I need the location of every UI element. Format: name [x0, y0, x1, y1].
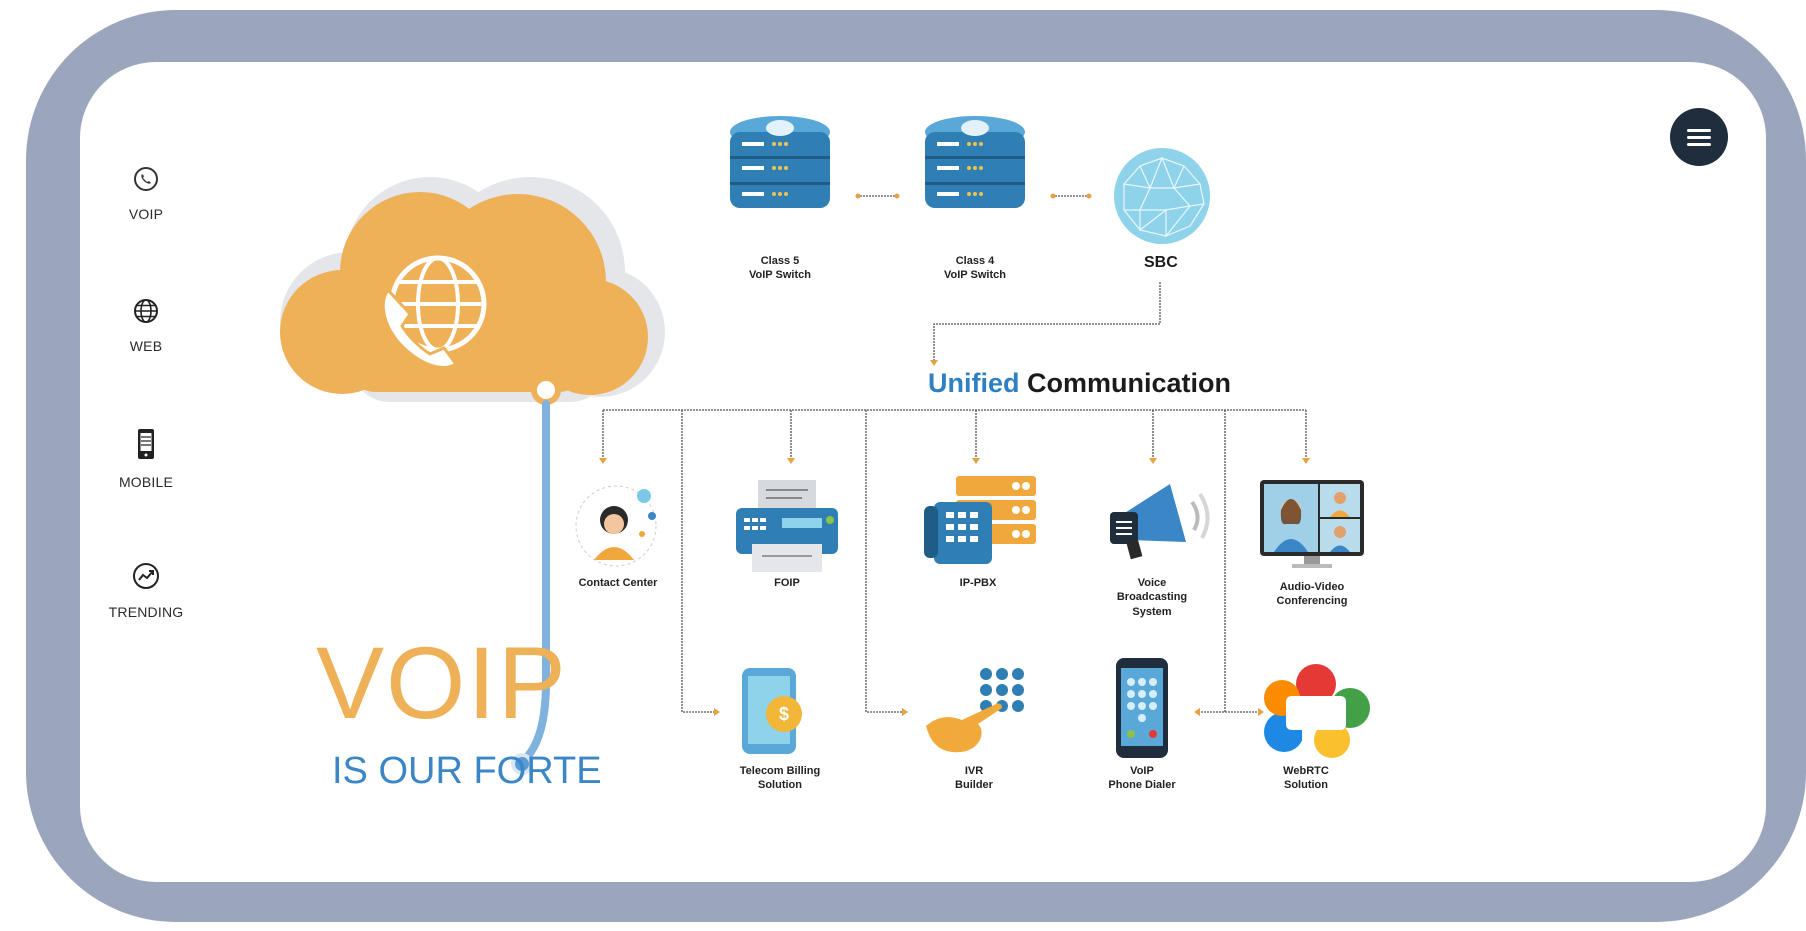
phone-icon [134, 167, 158, 191]
contact-center-icon [575, 485, 657, 567]
server-icon [730, 116, 830, 208]
diagram-title-highlight: Unified [928, 368, 1020, 398]
nav-item-voip[interactable]: VOIP [90, 166, 202, 222]
ip-pbx-label: IP-PBX [959, 577, 997, 589]
phone-dialer-icon [1116, 658, 1168, 758]
nav-label-voip: VOIP [128, 206, 164, 222]
nav-label-web: WEB [129, 338, 163, 354]
nav-item-trending[interactable]: TRENDING [90, 562, 202, 620]
fax-icon [736, 480, 838, 572]
sbc-network-icon [1114, 148, 1210, 244]
content-panel: VOIP WEB MOBILE [80, 62, 1766, 882]
trending-icon [133, 563, 159, 589]
menu-icon-bar [1687, 136, 1711, 139]
webrtc-icon [1264, 664, 1370, 758]
menu-icon-bar [1687, 143, 1711, 146]
voip-cloud-illustration [280, 177, 665, 775]
hero-title: VOIP [316, 626, 568, 740]
nav-item-mobile[interactable]: MOBILE [90, 428, 202, 490]
ip-pbx-icon [924, 476, 1036, 564]
nav-label-trending: TRENDING [108, 604, 184, 620]
diagram-title: Unified Communication [928, 368, 1231, 399]
nav-item-web[interactable]: WEB [90, 298, 202, 354]
nav-label-mobile: MOBILE [118, 474, 174, 490]
mobile-icon [138, 429, 154, 459]
diagram-title-rest: Communication [1027, 368, 1232, 398]
connector-lines [599, 193, 1310, 716]
ivr-keypad-icon [926, 668, 1024, 753]
globe-icon [134, 299, 158, 323]
globe-phone-icon [381, 255, 487, 369]
contact-center-label: Contact Center [578, 577, 658, 589]
megaphone-icon [1110, 484, 1210, 560]
svg-text:$: $ [779, 704, 789, 724]
billing-phone-icon: $ [742, 668, 802, 754]
menu-icon-bar [1687, 129, 1711, 132]
video-conference-icon [1260, 480, 1364, 568]
foip-label: FOIP [774, 577, 800, 589]
menu-button[interactable] [1670, 108, 1728, 166]
hero-subtitle: IS OUR FORTE [332, 750, 602, 792]
sbc-label: SBC [1144, 254, 1178, 271]
server-icon [925, 116, 1025, 208]
